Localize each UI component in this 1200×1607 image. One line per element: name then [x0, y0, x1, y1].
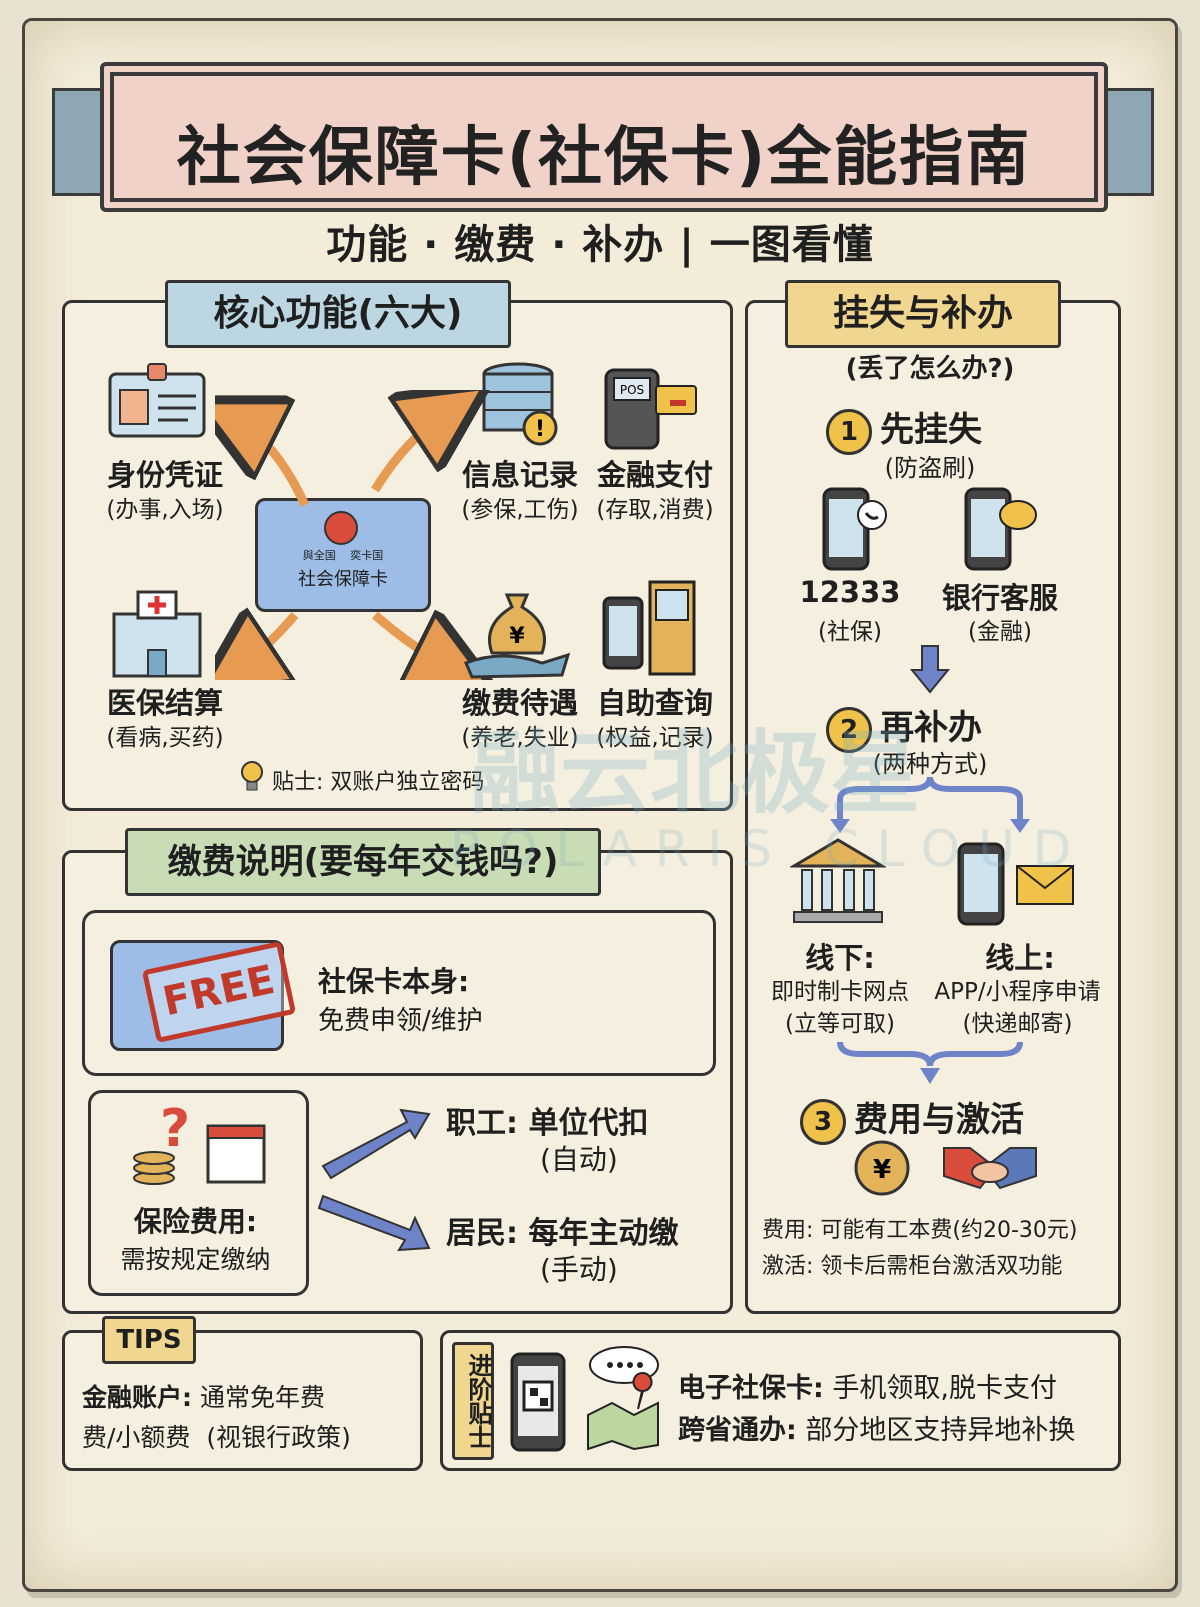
function-sub-info: (参保,工伤)	[461, 497, 579, 523]
page-title: 社会保障卡(社保卡)全能指南	[176, 121, 1032, 195]
function-label-medical: 医保结算	[106, 686, 223, 720]
money-bag-icon: ¥	[464, 593, 571, 679]
hotline-label: 12333	[799, 575, 901, 609]
emblem-icon	[324, 511, 358, 545]
online-line1: APP/小程序申请	[934, 979, 1101, 1005]
hospital-icon	[112, 590, 202, 678]
phone-chat-icon	[964, 487, 1037, 571]
step1-sub: (防盗刷)	[884, 454, 976, 482]
function-sub-id: (办事,入场)	[106, 497, 224, 523]
free-card	[110, 940, 284, 1051]
offline-line2: (立等可取)	[785, 1011, 895, 1037]
function-label-payment: 金融支付	[596, 458, 713, 492]
id-card-icon	[108, 363, 206, 438]
fees-header: 缴费说明(要每年交钱吗?)	[125, 828, 601, 896]
activate-line: 激活: 领卡后需柜台激活双功能	[762, 1254, 1063, 1279]
resident-payment: 居民: 每年主动缴	[446, 1216, 679, 1251]
yuan-coin-icon: ¥	[854, 1140, 910, 1196]
online-label: 线上:	[985, 941, 1055, 975]
lost-sub: (丢了怎么办?)	[845, 354, 1015, 384]
down-arrow-1	[910, 645, 950, 694]
function-sub-benefits: (养老,失业)	[461, 725, 579, 751]
social-security-card: 與全国 奕卡国 社会保障卡	[255, 498, 431, 612]
tips-line2: 费/小额费 (视银行政策)	[82, 1423, 351, 1452]
svg-text:?: ?	[160, 1099, 190, 1159]
function-label-id: 身份凭证	[106, 458, 223, 492]
watermark-cn: 融云北极星	[470, 721, 920, 826]
coins-calendar-icon: ?	[133, 1099, 266, 1185]
phone-call-icon	[822, 487, 887, 571]
qr-phone-icon	[510, 1352, 566, 1452]
svg-text:POS: POS	[620, 383, 644, 397]
function-label-benefits: 缴费待遇	[461, 686, 578, 720]
card-fee-desc: 免费申领/维护	[318, 1006, 483, 1036]
tips-line1: 金融账户: 通常免年费	[82, 1383, 325, 1412]
chat-map-icon	[587, 1346, 659, 1450]
fee-line: 费用: 可能有工本费(约20-30元)	[762, 1218, 1078, 1243]
offline-label: 线下:	[805, 941, 875, 975]
function-sub-query: (权益,记录)	[596, 725, 714, 751]
title-banner: 社会保障卡(社保卡)全能指南	[100, 62, 1108, 212]
svg-text:¥: ¥	[509, 624, 525, 649]
insurance-fee-box	[88, 1090, 309, 1296]
card-fee-title: 社保卡本身:	[318, 965, 470, 998]
employee-payment: 职工: 单位代扣	[446, 1106, 649, 1141]
core-tip: 贴士: 双账户独立密码	[272, 770, 485, 795]
bank-service-label: 银行客服	[941, 581, 1058, 615]
merge-arrow	[837, 1041, 1023, 1084]
online-line2: (快递邮寄)	[962, 1011, 1073, 1037]
advanced-tips-label: 进阶贴士	[452, 1342, 494, 1460]
bank-service-sub: (金融)	[968, 619, 1032, 645]
employee-payment-sub: (自动)	[540, 1143, 618, 1176]
split-arrow	[830, 776, 1030, 833]
core-functions-header: 核心功能(六大)	[165, 280, 511, 348]
function-sub-medical: (看病,买药)	[106, 725, 224, 751]
lost-replacement-panel	[745, 300, 1121, 1314]
fee-split-arrows	[317, 1108, 431, 1252]
step2-sub: (两种方式)	[872, 750, 988, 778]
card-small-text: 與全国 奕卡国	[302, 549, 384, 562]
function-sub-payment: (存取,消费)	[596, 497, 714, 523]
svg-text:¥: ¥	[873, 1155, 891, 1185]
advanced-line1: 电子社保卡: 手机领取,脱卡支付	[678, 1373, 1057, 1404]
resident-payment-sub: (手动)	[540, 1253, 618, 1286]
lightbulb-icon	[241, 761, 263, 791]
insurance-fee-desc: 需按规定缴纳	[120, 1245, 271, 1274]
handshake-icon	[943, 1147, 1037, 1190]
function-label-query: 自助查询	[596, 686, 713, 720]
advanced-line2: 跨省通办: 部分地区支持异地补换	[678, 1415, 1076, 1446]
card-text: 社会保障卡	[298, 569, 388, 590]
pos-terminal-icon: POS	[604, 368, 697, 450]
insurance-fee-title: 保险费用:	[133, 1205, 258, 1238]
offline-line1: 即时制卡网点	[771, 979, 909, 1005]
svg-text:!: !	[535, 417, 545, 442]
hotline-sub: (社保)	[818, 619, 882, 645]
function-arrows	[215, 390, 665, 680]
bank-building-icon	[790, 838, 886, 923]
tips-header: TIPS	[102, 1316, 196, 1364]
self-service-kiosk-icon	[602, 580, 696, 676]
page-subtitle: 功能 · 缴费 · 补办 | 一图看懂	[326, 222, 874, 268]
phone-mail-icon	[957, 842, 1074, 926]
watermark-en: POLARIS CLOUD	[450, 820, 1090, 878]
lost-header: 挂失与补办	[785, 280, 1061, 348]
